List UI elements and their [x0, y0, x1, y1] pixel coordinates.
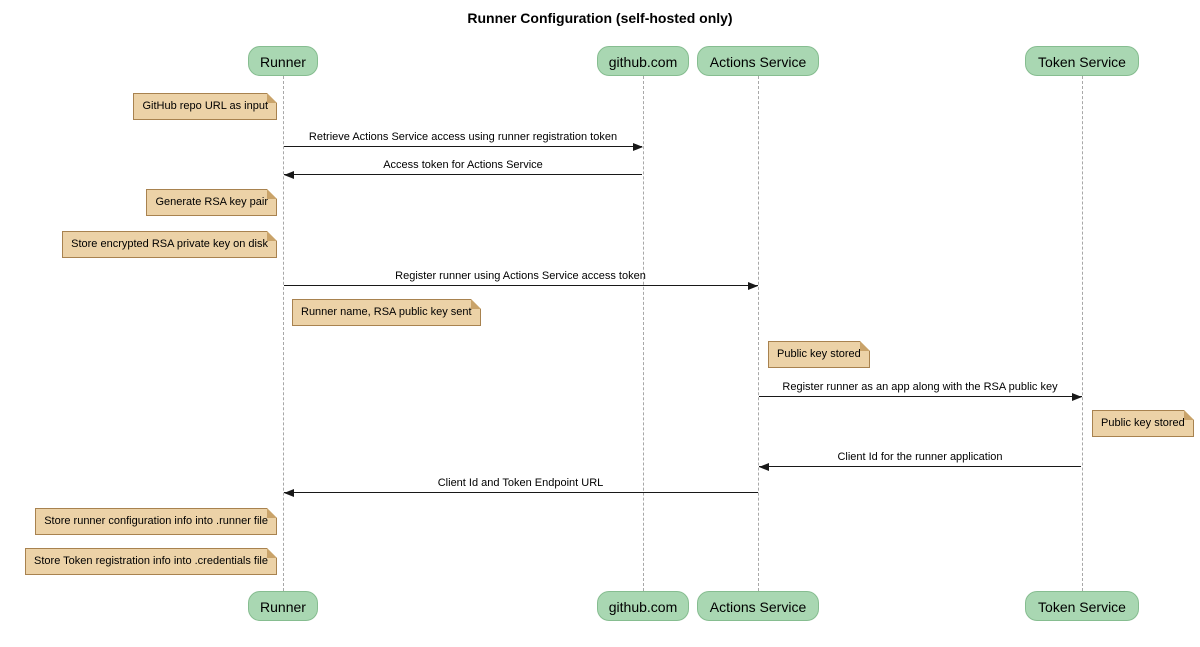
note: Store runner configuration info into .ru… [35, 508, 277, 535]
arrowhead-right-icon [1072, 393, 1082, 401]
note: Runner name, RSA public key sent [292, 299, 481, 326]
participant-actions-service-bottom: Actions Service [697, 591, 819, 621]
message-label: Register runner using Actions Service ac… [395, 270, 646, 282]
message-label: Client Id for the runner application [837, 451, 1003, 463]
participant-token-service-bottom: Token Service [1025, 591, 1139, 621]
message-line [759, 466, 1081, 467]
message-line [284, 146, 642, 147]
message-label: Retrieve Actions Service access using ru… [308, 131, 618, 143]
arrowhead-left-icon [284, 171, 294, 179]
message-label: Access token for Actions Service [383, 159, 543, 171]
note: Store encrypted RSA private key on disk [62, 231, 277, 258]
arrowhead-right-icon [748, 282, 758, 290]
participant-token-service-top: Token Service [1025, 46, 1139, 76]
arrowhead-left-icon [284, 489, 294, 497]
note: Public key stored [768, 341, 870, 368]
participant-github-com-top: github.com [597, 46, 689, 76]
participant-runner-top: Runner [248, 46, 318, 76]
message-line [284, 174, 642, 175]
arrowhead-right-icon [633, 143, 643, 151]
message-label: Client Id and Token Endpoint URL [437, 477, 604, 489]
participant-actions-service-top: Actions Service [697, 46, 819, 76]
message-line [759, 396, 1082, 397]
lifeline-github-com [643, 76, 644, 591]
message-line [284, 492, 758, 493]
lifeline-token-service [1082, 76, 1083, 591]
note: GitHub repo URL as input [133, 93, 277, 120]
arrowhead-left-icon [759, 463, 769, 471]
message-label: Register runner as an app along with the… [782, 381, 1058, 393]
message-line [284, 285, 758, 286]
note: Store Token registration info into .cred… [25, 548, 277, 575]
lifeline-runner [283, 76, 284, 591]
lifeline-actions-service [758, 76, 759, 591]
participant-github-com-bottom: github.com [597, 591, 689, 621]
note: Generate RSA key pair [146, 189, 277, 216]
note: Public key stored [1092, 410, 1194, 437]
diagram-title: Runner Configuration (self-hosted only) [467, 10, 733, 26]
participant-runner-bottom: Runner [248, 591, 318, 621]
